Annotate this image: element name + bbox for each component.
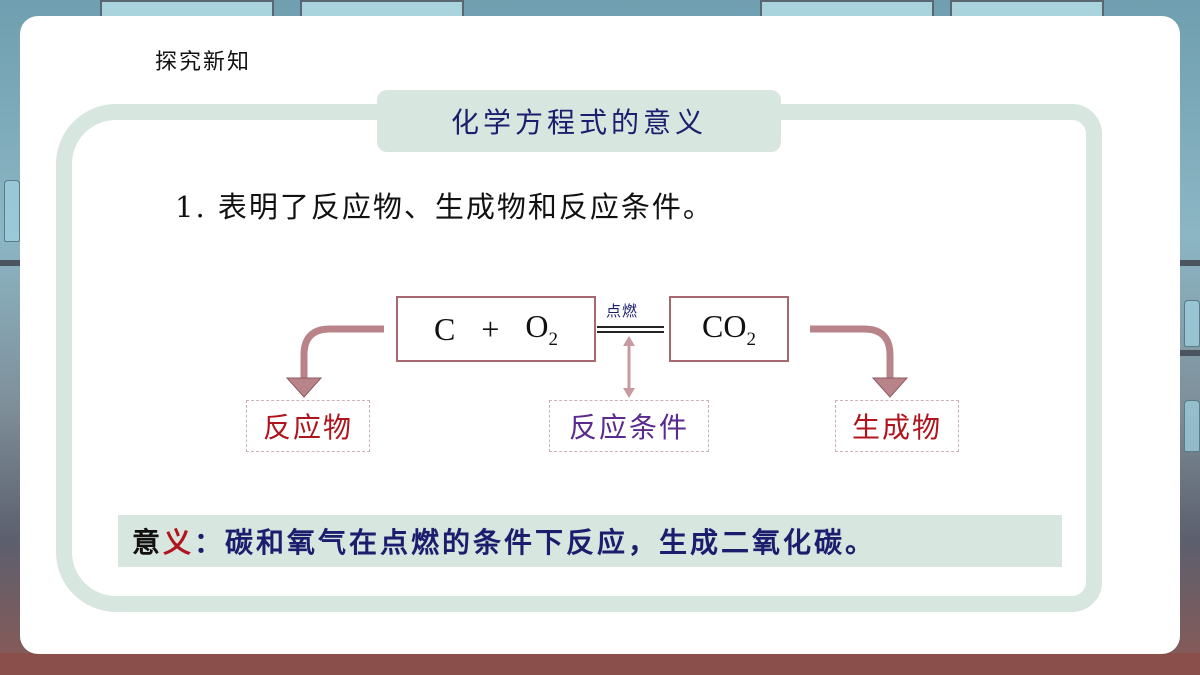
condition-label: 点燃 (606, 302, 639, 320)
products-arrow (810, 325, 894, 380)
condition-arrowhead-top (623, 336, 635, 346)
equals-line-bottom (597, 331, 664, 333)
slide-title: 化学方程式的意义 (377, 90, 781, 152)
meaning-bar: 意义：碳和氧气在点燃的条件下反应，生成二氧化碳。 (118, 515, 1062, 567)
meaning-text: ：碳和氧气在点燃的条件下反应，生成二氧化碳。 (194, 526, 877, 559)
point-1: 1. 表明了反应物、生成物和反应条件。 (175, 190, 714, 224)
product-co2: CO2 (702, 307, 756, 350)
section-tag: 探究新知 (155, 50, 252, 75)
background-table (0, 653, 1200, 675)
background-shelf (1180, 350, 1200, 356)
meaning-key-1: 意 (132, 526, 164, 559)
reactants-arrow (300, 325, 384, 380)
plus-sign: + (481, 310, 500, 347)
content-frame (56, 104, 1102, 612)
background-shelf (0, 260, 22, 266)
products-arrowhead (871, 377, 909, 398)
reactant-oxygen: O2 (525, 307, 558, 350)
reactant-carbon: C (434, 310, 456, 347)
products-label: 生成物 (835, 400, 959, 452)
condition-arrowhead-bottom (623, 388, 635, 398)
meaning-key-2: 义 (163, 526, 195, 559)
background-bottle (4, 180, 20, 242)
background-shelf (1180, 260, 1200, 266)
reactants-box: C + O2 (396, 296, 596, 362)
reactants-arrowhead (285, 377, 323, 398)
equals-line-top (597, 326, 664, 328)
reactants-label: 反应物 (246, 400, 370, 452)
condition-label-box: 反应条件 (549, 400, 709, 452)
product-box: CO2 (669, 296, 789, 362)
